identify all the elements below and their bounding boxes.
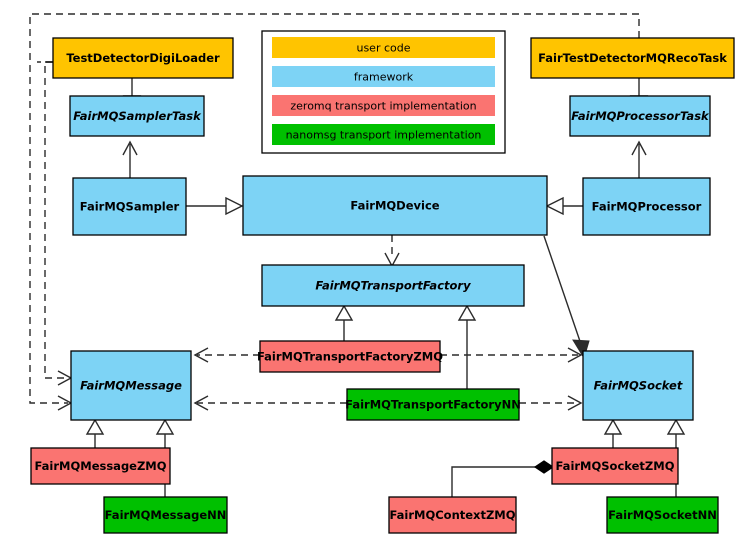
arrowhead-messagezmq-to-message: [85, 418, 105, 435]
node-box-processortask[interactable]: [569, 95, 711, 137]
legend-swatch-framework: [272, 66, 495, 87]
node-device[interactable]: FairMQDevice: [242, 175, 548, 236]
node-factory[interactable]: FairMQTransportFactory: [261, 264, 525, 307]
node-label-socket: FairMQSocket: [594, 379, 683, 393]
node-socketzmq[interactable]: FairMQSocketZMQ: [551, 447, 679, 485]
node-box-messagenn[interactable]: [103, 496, 228, 534]
node-label-digiloader: TestDetectorDigiLoader: [66, 51, 220, 65]
node-label-messagezmq: FairMQMessageZMQ: [34, 459, 166, 473]
legend-swatch-user-code: [272, 37, 495, 58]
arrowhead-factorynn-to-message: [193, 395, 209, 411]
node-box-samplertask[interactable]: [69, 95, 205, 137]
node-processortask[interactable]: FairMQProcessorTask: [569, 95, 711, 137]
node-box-processor[interactable]: [582, 177, 711, 236]
node-label-message: FairMQMessage: [80, 379, 182, 393]
node-label-factory: FairMQTransportFactory: [315, 279, 471, 293]
node-label-socketnn: FairMQSocketNN: [608, 508, 717, 522]
node-box-messagezmq[interactable]: [30, 447, 171, 485]
node-box-sampler[interactable]: [72, 177, 187, 236]
legend-label-nanomsg: nanomsg transport implementation: [286, 129, 482, 142]
node-layer: TestDetectorDigiLoader FairTestDetectorM…: [30, 37, 735, 534]
arrowhead-factorynn-to-factory: [457, 304, 477, 321]
arrowhead-processor-to-device: [545, 196, 564, 216]
arrowhead-sampler-to-device: [225, 196, 244, 216]
node-factorynn[interactable]: FairMQTransportFactoryNN: [345, 388, 521, 421]
node-label-recotask: FairTestDetectorMQRecoTask: [538, 51, 727, 65]
node-label-device: FairMQDevice: [350, 199, 439, 213]
node-box-message[interactable]: [70, 350, 192, 421]
node-box-socket[interactable]: [582, 350, 694, 421]
node-box-factorynn[interactable]: [346, 388, 520, 421]
edge-socketzmq-to-contextzmq: [451, 466, 537, 497]
node-recotask[interactable]: FairTestDetectorMQRecoTask: [530, 37, 735, 79]
legend: user code framework zeromq transport imp…: [261, 30, 506, 154]
node-box-recotask[interactable]: [530, 37, 735, 79]
arrowhead-factoryzmq-to-socket: [567, 347, 583, 363]
legend-swatch-zeromq: [272, 95, 495, 116]
node-label-messagenn: FairMQMessageNN: [105, 508, 227, 522]
node-box-socketnn[interactable]: [606, 496, 719, 534]
arrowhead-processor-to-processortask: [631, 140, 647, 156]
node-label-factoryzmq: FairMQTransportFactoryZMQ: [257, 350, 443, 364]
node-label-processor: FairMQProcessor: [592, 200, 702, 214]
node-contextzmq[interactable]: FairMQContextZMQ: [388, 496, 517, 534]
node-box-factory[interactable]: [261, 264, 525, 307]
node-messagenn[interactable]: FairMQMessageNN: [103, 496, 228, 534]
arrowhead-socketzmq-to-socket: [603, 418, 623, 435]
node-box-socketzmq[interactable]: [551, 447, 679, 485]
node-messagezmq[interactable]: FairMQMessageZMQ: [30, 447, 171, 485]
node-processor[interactable]: FairMQProcessor: [582, 177, 711, 236]
arrowhead-factorynn-to-socket: [567, 395, 583, 411]
edge-recotask-to-message: [29, 13, 640, 404]
edge-device-to-socket: [543, 235, 585, 354]
node-factoryzmq[interactable]: FairMQTransportFactoryZMQ: [257, 340, 443, 373]
node-box-factoryzmq[interactable]: [259, 340, 441, 373]
node-label-samplertask: FairMQSamplerTask: [73, 109, 202, 123]
node-label-processortask: FairMQProcessorTask: [571, 109, 710, 123]
node-box-device[interactable]: [242, 175, 548, 236]
legend-label-zeromq: zeromq transport implementation: [290, 100, 476, 113]
node-label-socketzmq: FairMQSocketZMQ: [556, 459, 675, 473]
arrowhead-factoryzmq-to-message: [193, 347, 209, 363]
arrowhead-device-to-factory: [384, 252, 400, 268]
arrowhead-socketnn-to-socket: [666, 418, 686, 435]
node-message[interactable]: FairMQMessage: [70, 350, 192, 421]
arrowhead-messagenn-to-message: [155, 418, 175, 435]
node-label-factorynn: FairMQTransportFactoryNN: [345, 398, 521, 412]
arrowhead-sampler-to-samplertask: [122, 140, 138, 156]
legend-swatch-nanomsg: [272, 124, 495, 145]
arrowhead-factoryzmq-to-factory: [334, 304, 354, 321]
node-samplertask[interactable]: FairMQSamplerTask: [69, 95, 205, 137]
legend-label-user-code: user code: [356, 42, 410, 55]
node-socketnn[interactable]: FairMQSocketNN: [606, 496, 719, 534]
node-socket[interactable]: FairMQSocket: [582, 350, 694, 421]
node-box-contextzmq[interactable]: [388, 496, 517, 534]
diamond-socketzmq-composition: [533, 460, 555, 474]
node-label-sampler: FairMQSampler: [80, 200, 180, 214]
edge-digiloader-down: [44, 61, 68, 379]
node-sampler[interactable]: FairMQSampler: [72, 177, 187, 236]
legend-label-framework: framework: [354, 71, 414, 84]
node-digiloader[interactable]: TestDetectorDigiLoader: [52, 37, 234, 79]
node-box-digiloader[interactable]: [52, 37, 234, 79]
node-label-contextzmq: FairMQContextZMQ: [389, 508, 515, 522]
